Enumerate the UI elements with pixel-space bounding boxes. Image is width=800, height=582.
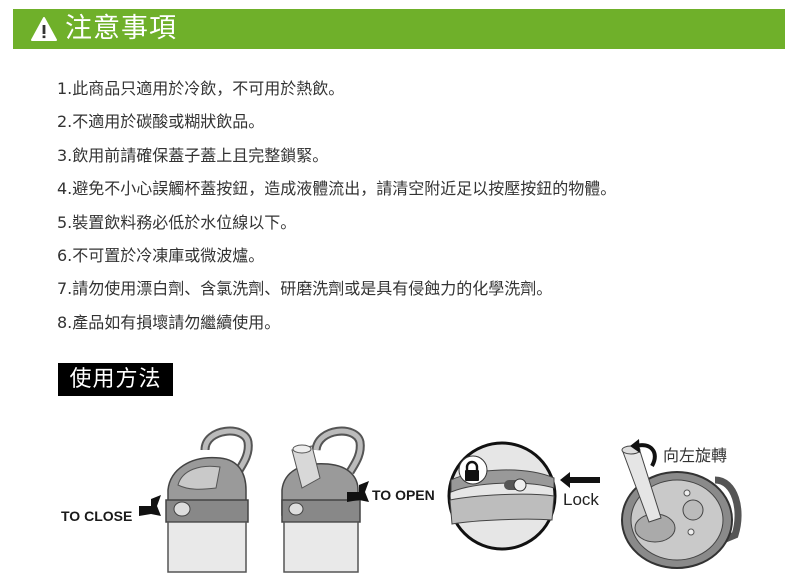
lock-slider-closeup-illustration — [446, 440, 558, 552]
header-title: 注意事項 — [65, 13, 177, 44]
arrow-left-icon — [560, 472, 602, 492]
warning-header: 注意事項 — [13, 9, 785, 49]
lock-icon — [462, 460, 482, 486]
bottle-open-illustration — [278, 420, 368, 578]
note-item: 1.此商品只適用於冷飲，不可用於熱飲。 — [57, 79, 345, 98]
to-open-caption: TO OPEN — [372, 487, 435, 503]
note-item: 5.裝置飲料務必低於水位線以下。 — [57, 212, 297, 232]
lock-caption: Lock — [563, 490, 599, 509]
rotate-left-icon — [630, 438, 660, 482]
bottle-closed-illustration — [160, 420, 260, 578]
note-item: 7.請勿使用漂白劑、含氯洗劑、研磨洗劑或是具有侵蝕力的化學洗劑。 — [57, 279, 553, 299]
warning-triangle-icon — [29, 14, 59, 44]
usage-section-title: 使用方法 — [58, 363, 173, 396]
to-close-caption: TO CLOSE — [61, 508, 133, 524]
note-item: 6.不可置於冷凍庫或微波爐。 — [57, 245, 265, 265]
note-item: 4.避免不小心誤觸杯蓋按鈕，造成液體流出，請清空附近足以按壓按鈕的物體。 — [57, 179, 617, 199]
arrow-right-icon — [137, 492, 163, 522]
note-item: 2.不適用於碳酸或糊狀飲品。 — [57, 112, 265, 132]
arrow-right-icon — [345, 478, 371, 508]
notes-list: 1.此商品只適用於冷飲，不可用於熱飲。 2.不適用於碳酸或糊狀飲品。 3.飲用前… — [57, 72, 616, 339]
rotate-left-caption: 向左旋轉 — [663, 446, 728, 465]
note-item: 3.飲用前請確保蓋子蓋上且完整鎖緊。 — [57, 145, 329, 165]
straw-lid-illustration — [615, 440, 745, 570]
note-item: 8.產品如有損壞請勿繼續使用。 — [57, 312, 281, 332]
